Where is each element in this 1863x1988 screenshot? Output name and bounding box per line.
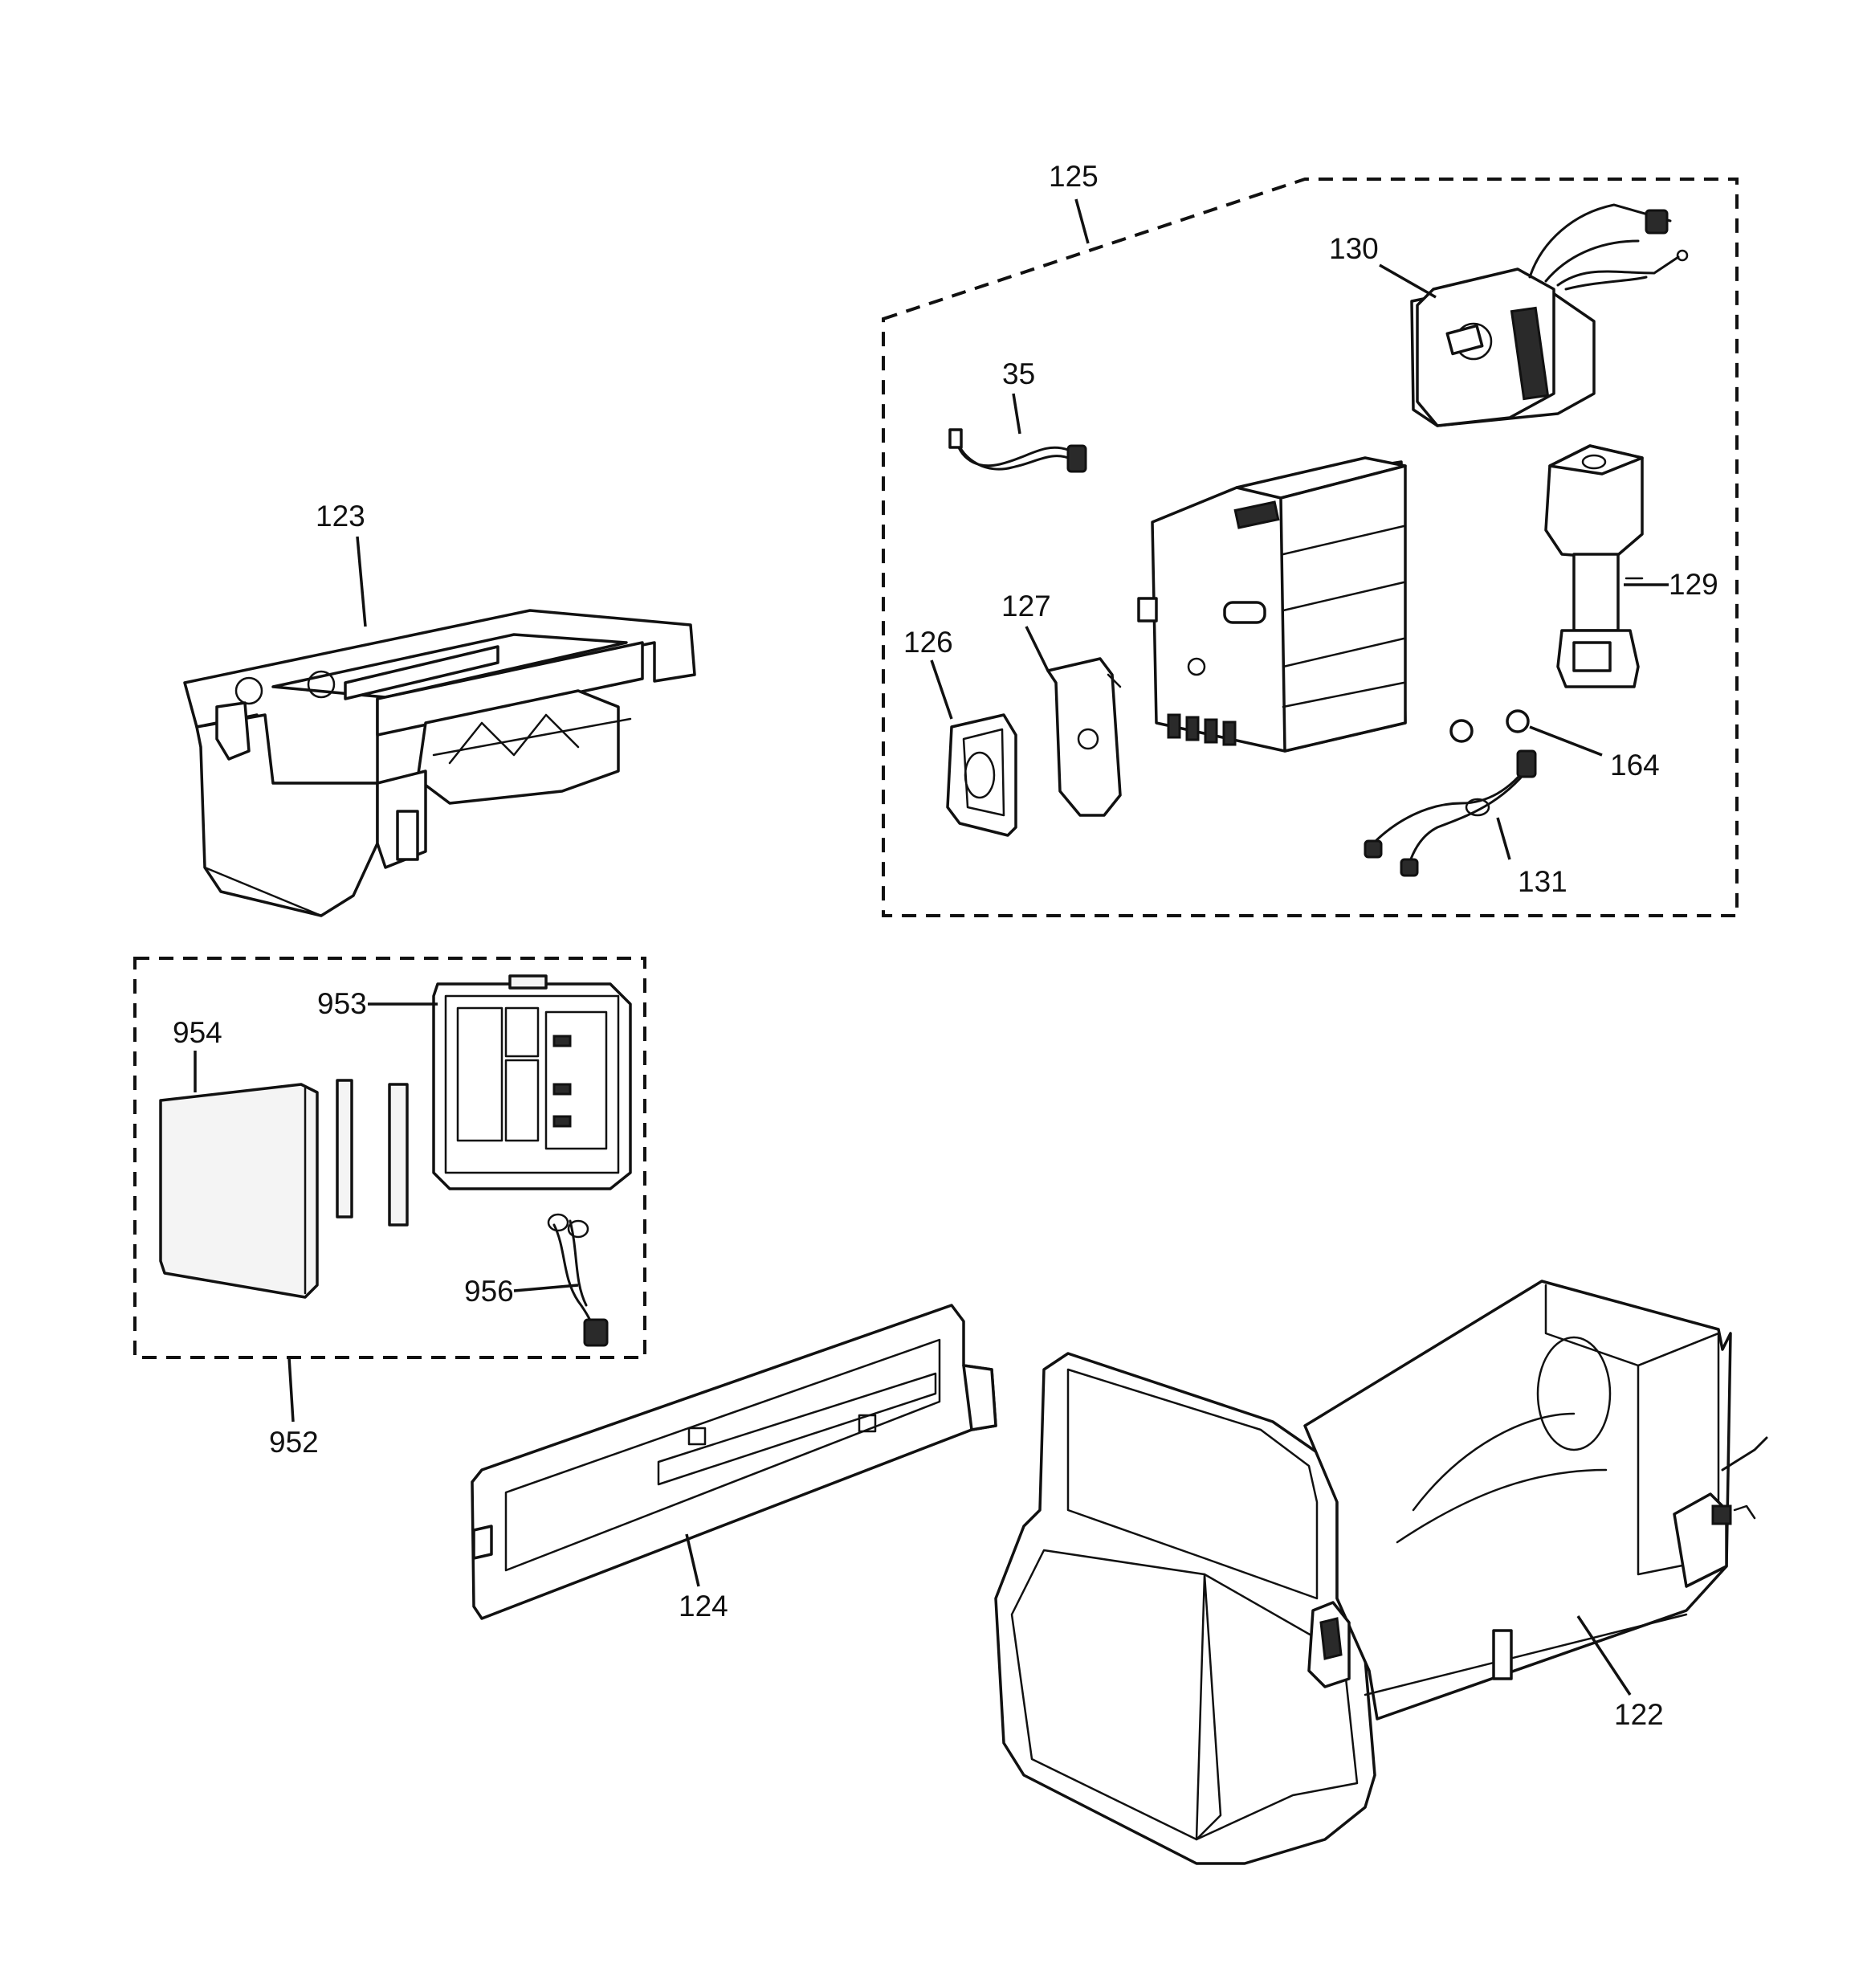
spacer-strips	[336, 1079, 409, 1227]
control-module	[1137, 456, 1407, 753]
callout-127: 127	[1001, 590, 1051, 623]
group-box-952	[133, 957, 646, 1359]
callout-954: 954	[173, 1016, 222, 1049]
part-35-harness	[948, 428, 1087, 473]
part-130-motor	[1410, 203, 1689, 427]
part-131-harness	[1364, 749, 1537, 877]
callout-123: 123	[316, 500, 365, 533]
callout-956: 956	[464, 1275, 514, 1308]
part-953-board-housing	[432, 974, 632, 1190]
callout-124: 124	[679, 1590, 728, 1623]
callout-122: 122	[1614, 1698, 1664, 1731]
callout-952: 952	[269, 1426, 319, 1459]
part-124-cover	[471, 1304, 997, 1620]
part-127-bracket	[1046, 657, 1122, 817]
callout-35: 35	[1002, 357, 1035, 390]
part-954-cover	[159, 1083, 319, 1299]
callout-131: 131	[1518, 865, 1567, 898]
part-126-seal	[946, 713, 1017, 837]
callout-129: 129	[1669, 568, 1718, 601]
part-129-valve	[1544, 444, 1644, 688]
callout-953: 953	[317, 987, 367, 1020]
leader-lines	[194, 198, 1669, 1696]
group-box-125	[882, 178, 1739, 917]
callout-125: 125	[1049, 160, 1099, 193]
part-122-ice-bucket	[994, 1280, 1768, 1865]
callout-126: 126	[903, 626, 953, 659]
callout-164: 164	[1610, 749, 1660, 782]
callout-130: 130	[1329, 232, 1379, 265]
part-956-harness	[547, 1213, 609, 1347]
part-123-icemaker	[183, 609, 696, 917]
part-164-screws	[1449, 709, 1530, 743]
